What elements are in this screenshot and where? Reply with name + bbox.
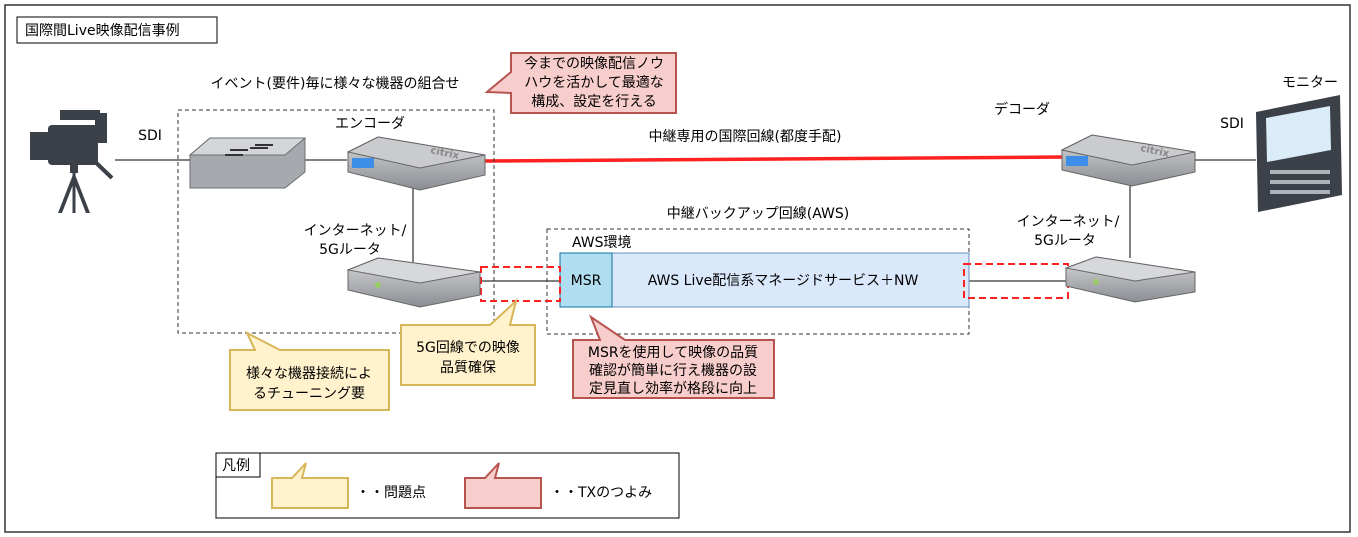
svg-text:定見直し効率が格段に向上: 定見直し効率が格段に向上	[589, 380, 757, 397]
svg-text:るチューニング要: るチューニング要	[253, 386, 365, 402]
svg-text:構成、設定を行える: 構成、設定を行える	[531, 94, 657, 110]
sdi-right-label: SDI	[1220, 116, 1244, 132]
legend-strength-label: ・・TXのつよみ	[550, 485, 652, 501]
svg-text:今までの映像配信ノウ: 今までの映像配信ノウ	[524, 56, 664, 72]
equipment-group-box	[177, 109, 495, 334]
event-combo-label: イベント(要件)毎に様々な機器の組合せ	[211, 76, 460, 92]
svg-text:5G回線での映像: 5G回線での映像	[416, 340, 520, 356]
sdi-left-label: SDI	[138, 128, 162, 144]
msr-box	[559, 252, 613, 308]
decoder-device-icon: citrix	[1060, 134, 1196, 187]
encoder-label: エンコーダ	[335, 116, 405, 132]
router-left-label-1: インターネット/	[304, 223, 407, 239]
callout-5g-quality: 5G回線での映像 品質確保	[400, 297, 536, 386]
msr-label: MSR	[571, 273, 602, 289]
page-title: 国際間Live映像配信事例	[25, 23, 180, 39]
switch-icon	[188, 137, 307, 189]
backup-line-label: 中継バックアップ回線(AWS)	[667, 206, 849, 222]
svg-text:様々な機器接続によ: 様々な機器接続によ	[246, 365, 372, 382]
legend-problem-label: ・・問題点	[356, 485, 426, 501]
aws-env-label: AWS環境	[572, 235, 632, 251]
legend: 凡例 ・・問題点 ・・TXのつよみ	[215, 452, 680, 519]
title-box: 国際間Live映像配信事例	[16, 16, 218, 44]
decoder-label: デコーダ	[994, 101, 1050, 118]
legend-title: 凡例	[222, 458, 250, 474]
callout-msr-benefit: MSRを使用して映像の品質 確認が簡単に行え機器の設 定見直し効率が格段に向上	[572, 314, 775, 399]
svg-text:確認が簡単に行え機器の設: 確認が簡単に行え機器の設	[589, 363, 757, 379]
aws-service-label: AWS Live配信系マネージドサービス＋NW	[648, 273, 919, 289]
intl-line	[483, 155, 1067, 163]
router-right-label-2: 5Gルータ	[1034, 233, 1096, 249]
router-right-label-1: インターネット/	[1017, 214, 1120, 230]
encoder-device-icon: citrix	[346, 136, 486, 191]
svg-text:MSRを使用して映像の品質: MSRを使用して映像の品質	[588, 344, 758, 361]
monitor-label: モニター	[1282, 75, 1338, 91]
aws-service-box	[564, 252, 970, 308]
svg-text:品質確保: 品質確保	[440, 360, 496, 376]
svg-text:ハウを活かして最適な: ハウを活かして最適な	[524, 74, 664, 91]
aws-env-box	[546, 228, 970, 335]
callout-know-how: 今までの映像配信ノウ ハウを活かして最適な 構成、設定を行える	[484, 52, 677, 114]
legend-strength-swatch	[464, 462, 542, 509]
monitor-icon	[1256, 95, 1342, 212]
router-left-icon	[346, 257, 481, 308]
router-right-icon	[1064, 256, 1196, 303]
legend-problem-swatch	[271, 462, 349, 509]
video-camera-icon	[30, 110, 114, 213]
left-line-highlight	[480, 266, 561, 302]
router-left-label-2: 5Gルータ	[319, 242, 381, 258]
intl-line-label: 中継専用の国際回線(都度手配)	[649, 129, 842, 145]
callout-tuning: 様々な機器接続によ るチューニング要	[229, 330, 390, 411]
